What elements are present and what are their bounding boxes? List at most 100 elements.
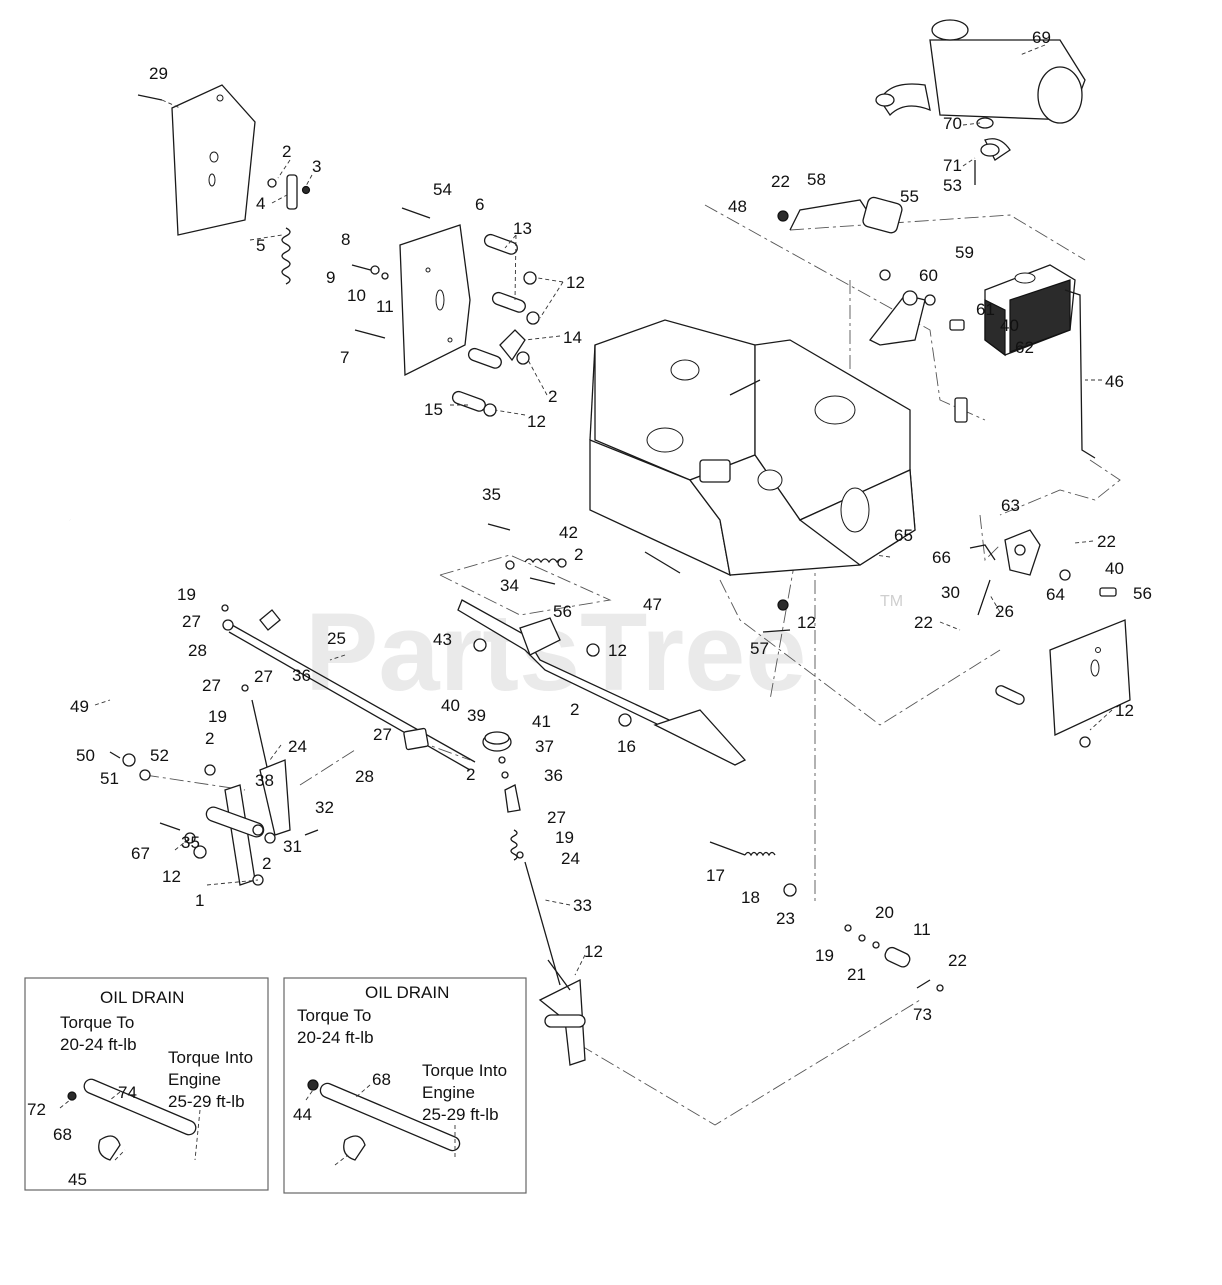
callout: 56 xyxy=(1133,584,1152,603)
watermark-text: PartsTree xyxy=(305,591,806,714)
oil-drain-right-torque-to-1: Torque To xyxy=(297,1006,371,1025)
callout: 3 xyxy=(312,157,321,176)
muffler xyxy=(875,19,1086,185)
callout: 12 xyxy=(1115,701,1134,720)
callout: 62 xyxy=(1015,338,1034,357)
callout: 7 xyxy=(340,348,349,367)
callout: 53 xyxy=(943,176,962,195)
callout: 52 xyxy=(150,746,169,765)
callout: 67 xyxy=(131,844,150,863)
callout: 2 xyxy=(570,700,579,719)
callout: 60 xyxy=(919,266,938,285)
callout: 12 xyxy=(584,942,603,961)
callout: 25 xyxy=(327,629,346,648)
callout: 18 xyxy=(741,888,760,907)
oil-drain-left-torque-into-3: 25-29 ft-lb xyxy=(168,1092,245,1111)
callout: 6 xyxy=(475,195,484,214)
oil-drain-left-title: OIL DRAIN xyxy=(100,988,184,1007)
oil-drain-right-torque-to-2: 20-24 ft-lb xyxy=(297,1028,374,1047)
callout: 11 xyxy=(913,920,931,939)
right-bracket-assembly xyxy=(969,529,1131,748)
center-linkage xyxy=(482,731,586,1066)
callout: 28 xyxy=(188,641,207,660)
callout: 31 xyxy=(283,837,302,856)
air-filter-canister xyxy=(954,264,1076,423)
callout: 73 xyxy=(913,1005,932,1024)
callout: 22 xyxy=(771,172,790,191)
watermark-tm: TM xyxy=(880,593,903,610)
callout: 2 xyxy=(282,142,291,161)
callout: 35 xyxy=(482,485,501,504)
spring-bracket xyxy=(286,174,298,210)
callout: 12 xyxy=(608,641,627,660)
center-mount-plate xyxy=(351,207,540,417)
left-linkage xyxy=(68,519,319,886)
callout: 2 xyxy=(466,765,475,784)
callout: 54 xyxy=(433,180,452,199)
callout: 2 xyxy=(574,545,583,564)
callout: 19 xyxy=(177,585,196,604)
oil-drain-right-torque-into-3: 25-29 ft-lb xyxy=(422,1105,499,1124)
tank-bracket-assembly xyxy=(777,196,965,346)
callout: 40 xyxy=(441,696,460,715)
callout: 68 xyxy=(372,1070,391,1089)
callout: 46 xyxy=(1105,372,1124,391)
callout: 10 xyxy=(347,286,366,305)
callout: 15 xyxy=(424,400,443,419)
callout: 27 xyxy=(373,725,392,744)
callout: 50 xyxy=(76,746,95,765)
callout: 28 xyxy=(355,767,374,786)
callout: 51 xyxy=(100,769,119,788)
callout: 47 xyxy=(643,595,662,614)
callout: 12 xyxy=(162,867,181,886)
left-mount-plate xyxy=(137,84,311,285)
oil-drain-right-torque-into-1: Torque Into xyxy=(422,1061,507,1080)
callout: 36 xyxy=(544,766,563,785)
callout: 2 xyxy=(262,854,271,873)
callout: 39 xyxy=(467,706,486,725)
callout: 12 xyxy=(797,613,816,632)
callout: 32 xyxy=(315,798,334,817)
callout: 63 xyxy=(1001,496,1020,515)
oil-drain-left-torque-to-2: 20-24 ft-lb xyxy=(60,1035,137,1054)
callout: 27 xyxy=(254,667,273,686)
callout: 13 xyxy=(513,219,532,238)
callout: 20 xyxy=(875,903,894,922)
callout: 5 xyxy=(256,236,265,255)
callout: 70 xyxy=(943,114,962,133)
callout: 22 xyxy=(914,613,933,632)
callout: 59 xyxy=(955,243,974,262)
bolt-29 xyxy=(137,94,163,101)
callout: 22 xyxy=(948,951,967,970)
oil-drain-left-torque-into-2: Engine xyxy=(168,1070,221,1089)
callout: 72 xyxy=(27,1100,46,1119)
cable-assembly xyxy=(709,841,944,992)
oil-drain-left-torque-to-1: Torque To xyxy=(60,1013,134,1032)
oil-drain-box-right xyxy=(283,977,527,1194)
callout: 30 xyxy=(941,583,960,602)
callout: 64 xyxy=(1046,585,1065,604)
callout: 8 xyxy=(341,230,350,249)
callout: 27 xyxy=(202,676,221,695)
callout: 19 xyxy=(555,828,574,847)
callout: 12 xyxy=(527,412,546,431)
callout: 71 xyxy=(943,156,962,175)
callout: 11 xyxy=(376,297,394,316)
callout: 44 xyxy=(293,1105,312,1124)
callout: 2 xyxy=(548,387,557,406)
callout: 4 xyxy=(256,194,265,213)
callout: 61 xyxy=(976,300,995,319)
callout: 37 xyxy=(535,737,554,756)
oil-drain-right-title: OIL DRAIN xyxy=(365,983,449,1002)
oil-drain-box-left xyxy=(24,977,269,1191)
callout: 19 xyxy=(815,946,834,965)
callout: 57 xyxy=(750,639,769,658)
callout: 16 xyxy=(617,737,636,756)
callout: 19 xyxy=(208,707,227,726)
callout: 38 xyxy=(255,771,274,790)
main-frame xyxy=(589,319,916,577)
callout: 29 xyxy=(149,64,168,83)
callout-numbers: 29 2 3 4 5 54 6 13 8 12 9 10 11 14 7 2 1… xyxy=(27,28,1152,1189)
spring-5 xyxy=(281,227,291,285)
